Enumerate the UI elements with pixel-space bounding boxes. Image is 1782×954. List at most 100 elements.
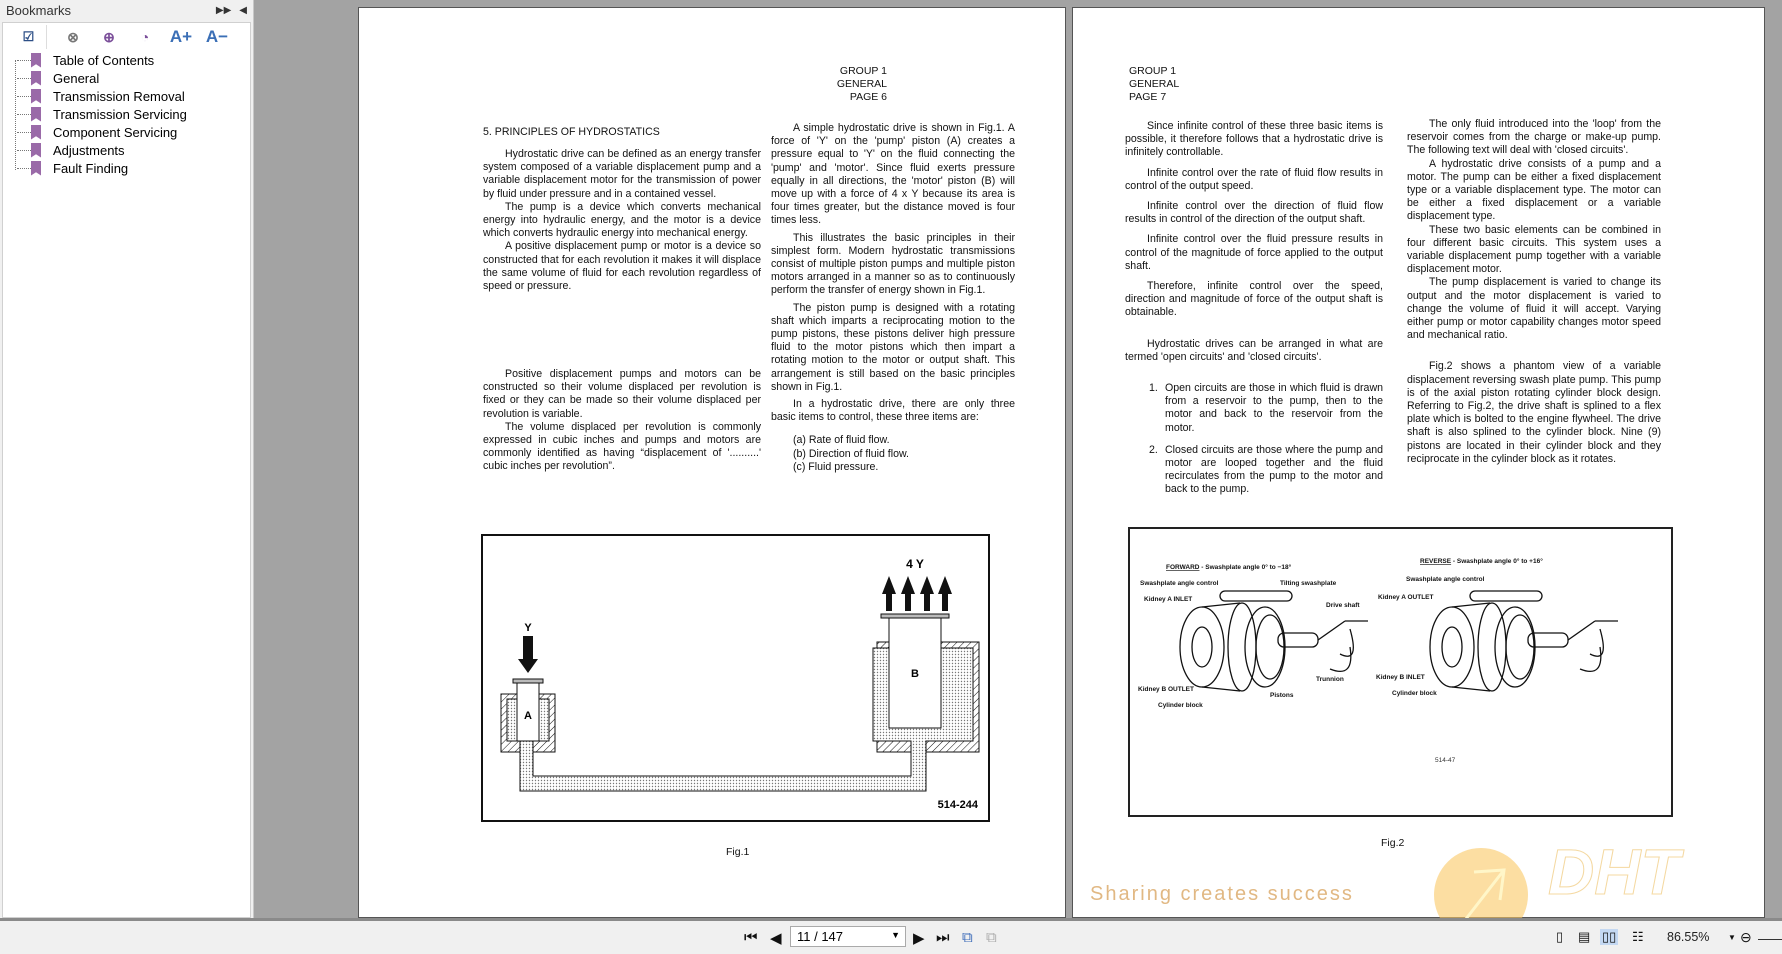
forward-title: FORWARD [1166, 564, 1200, 571]
circuit-types-list: 1. Open circuits are those in which fluid… [1149, 382, 1383, 497]
header-page: PAGE 7 [1129, 91, 1167, 103]
next-page-button[interactable]: ▶ [913, 930, 925, 947]
chevron-down-icon[interactable]: ▼ [891, 930, 900, 940]
figure-code: 514-47 [1435, 757, 1456, 764]
bookmark-item[interactable]: Transmission Removal [17, 87, 250, 105]
figure-1-caption: Fig.1 [726, 846, 750, 858]
zoom-slider[interactable] [1758, 939, 1782, 940]
bookmark-icon [31, 124, 41, 140]
tree-connector [17, 95, 31, 97]
header-page: PAGE 6 [849, 91, 887, 103]
hydrostatic-drive-diagram: Y 4 Y A B 514-244 [500, 557, 980, 811]
numbered-item: 2. Closed circuits are those where the pu… [1149, 444, 1383, 497]
pump-forward-drawing [1179, 590, 1368, 692]
column-1-text: Hydrostatic drive can be defined as an e… [483, 148, 761, 293]
expand-current-icon[interactable]: ☑ [11, 25, 47, 49]
bookmark-label: Fault Finding [53, 160, 129, 176]
label-kidney-b-outlet: Kidney B OUTLET [1138, 686, 1194, 693]
bookmark-label: Transmission Removal [53, 88, 185, 104]
label-tilting-swashplate: Tilting swashplate [1280, 580, 1337, 587]
header-group: GROUP 1 [839, 65, 887, 77]
heading: 5. PRINCIPLES OF HYDROSTATICS [483, 126, 660, 138]
label-swashplate-control: Swashplate angle control [1140, 580, 1219, 587]
label-cylinder-block-r: Cylinder block [1392, 690, 1437, 697]
bookmark-label: Adjustments [53, 142, 125, 158]
page-number-input[interactable]: 11 / 147 ▼ [790, 926, 906, 947]
bookmark-item[interactable]: Component Servicing [17, 123, 250, 141]
item-number: 1. [1149, 382, 1158, 395]
header-group: GROUP 1 [1129, 65, 1177, 77]
header-section: GENERAL [836, 78, 887, 90]
panel-splitter[interactable] [256, 0, 262, 918]
bookmark-item[interactable]: Transmission Servicing [17, 105, 250, 123]
previous-view-icon[interactable]: ⧉ [962, 929, 973, 946]
single-page-view-icon[interactable]: ▯ [1556, 929, 1564, 944]
bookmark-label: General [53, 70, 100, 86]
tree-connector [17, 59, 31, 61]
bookmark-icon [31, 70, 41, 86]
column-1b-text: Positive displacement pumps and motors c… [483, 368, 761, 474]
next-view-icon[interactable]: ⧉ [986, 929, 997, 946]
collapse-panel-icon[interactable]: ◀ [239, 5, 247, 16]
paragraph: A hydrostatic drive consists of a pump a… [1407, 157, 1661, 223]
label-drive-shaft: Drive shaft [1326, 602, 1360, 609]
page-number-value: 11 / 147 [797, 929, 844, 944]
paragraph: The volume displaced per revolution is c… [483, 420, 761, 473]
add-bookmark-icon[interactable]: ⊕ [103, 28, 115, 45]
item-text: Open circuits are those in which fluid i… [1165, 382, 1383, 434]
bookmark-icon [31, 160, 41, 176]
column-2-text: A simple hydrostatic drive is shown in F… [771, 122, 1015, 474]
paragraph: Therefore, infinite control over the spe… [1125, 280, 1383, 319]
paragraph: Positive displacement pumps and motors c… [483, 368, 761, 420]
label-cylinder-block: Cylinder block [1158, 702, 1203, 709]
header-section: GENERAL [1129, 78, 1180, 90]
column-1-text: Since infinite control of these three ba… [1125, 120, 1383, 506]
bookmark-item[interactable]: Table of Contents [17, 51, 250, 69]
numbered-item: 1. Open circuits are those in which fluid… [1149, 382, 1383, 435]
forward-subtitle: - Swashplate angle 0° to −18° [1199, 563, 1291, 571]
label-pistons: Pistons [1270, 692, 1294, 699]
tree-connector [17, 131, 31, 133]
list-item: (a) Rate of fluid flow. [793, 434, 890, 447]
figure-2-caption: Fig.2 [1381, 837, 1405, 849]
facing-view-icon[interactable]: ▯▯ [1600, 929, 1619, 945]
tree-connector [17, 167, 31, 169]
last-page-button[interactable]: ⏭ [936, 929, 950, 946]
bookmark-item[interactable]: Adjustments [17, 141, 250, 159]
increase-font-icon[interactable]: A+ [169, 27, 193, 46]
continuous-facing-view-icon[interactable]: ☷ [1632, 929, 1644, 944]
previous-page-button[interactable]: ◀ [770, 930, 782, 947]
figure-2: FORWARD - Swashplate angle 0° to −18° Sw… [1128, 527, 1673, 817]
zoom-out-icon[interactable]: ⊖ [1740, 929, 1752, 945]
piston-a-label: A [524, 710, 532, 722]
tree-connector [17, 149, 31, 151]
paragraph: A simple hydrostatic drive is shown in F… [771, 122, 1015, 227]
delete-bookmark-icon[interactable]: ⊗ [67, 28, 79, 45]
first-page-button[interactable]: ⏮ [744, 929, 758, 946]
label-swashplate-control-r: Swashplate angle control [1406, 576, 1485, 583]
force-arrow-down [518, 636, 538, 673]
zoom-dropdown-icon[interactable]: ▼ [1728, 933, 1736, 942]
continuous-view-icon[interactable]: ▤ [1578, 929, 1591, 944]
bookmark-label: Table of Contents [53, 52, 155, 68]
expand-panel-icon[interactable]: ▶▶ [215, 5, 232, 16]
item-text: Closed circuits are those where the pump… [1165, 443, 1383, 496]
paragraph: The only fluid introduced into the 'loop… [1407, 118, 1661, 157]
paragraph: The pump displacement is varied to chang… [1407, 276, 1661, 342]
paragraph: Fig.2 shows a phantom view of a variable… [1407, 360, 1661, 465]
label-kidney-b-inlet: Kidney B INLET [1376, 674, 1425, 681]
paragraph: In a hydrostatic drive, there are only t… [771, 398, 1015, 424]
piston-b-label: B [911, 668, 919, 680]
item-number: 2. [1149, 443, 1158, 456]
decrease-font-icon[interactable]: A− [205, 27, 229, 46]
paragraph: These two basic elements can be combined… [1407, 223, 1661, 276]
zoom-level[interactable]: 86.55% [1667, 930, 1710, 944]
goto-bookmark-icon[interactable]: ◔ [140, 29, 150, 45]
page-header: GROUP 1 GENERAL PAGE 6 [837, 65, 887, 104]
tree-connector [17, 113, 31, 115]
column-2-text: The only fluid introduced into the 'loop… [1407, 118, 1661, 466]
bookmark-item[interactable]: Fault Finding [17, 159, 250, 177]
bookmark-label: Transmission Servicing [53, 106, 187, 122]
bookmark-item[interactable]: General [17, 69, 250, 87]
